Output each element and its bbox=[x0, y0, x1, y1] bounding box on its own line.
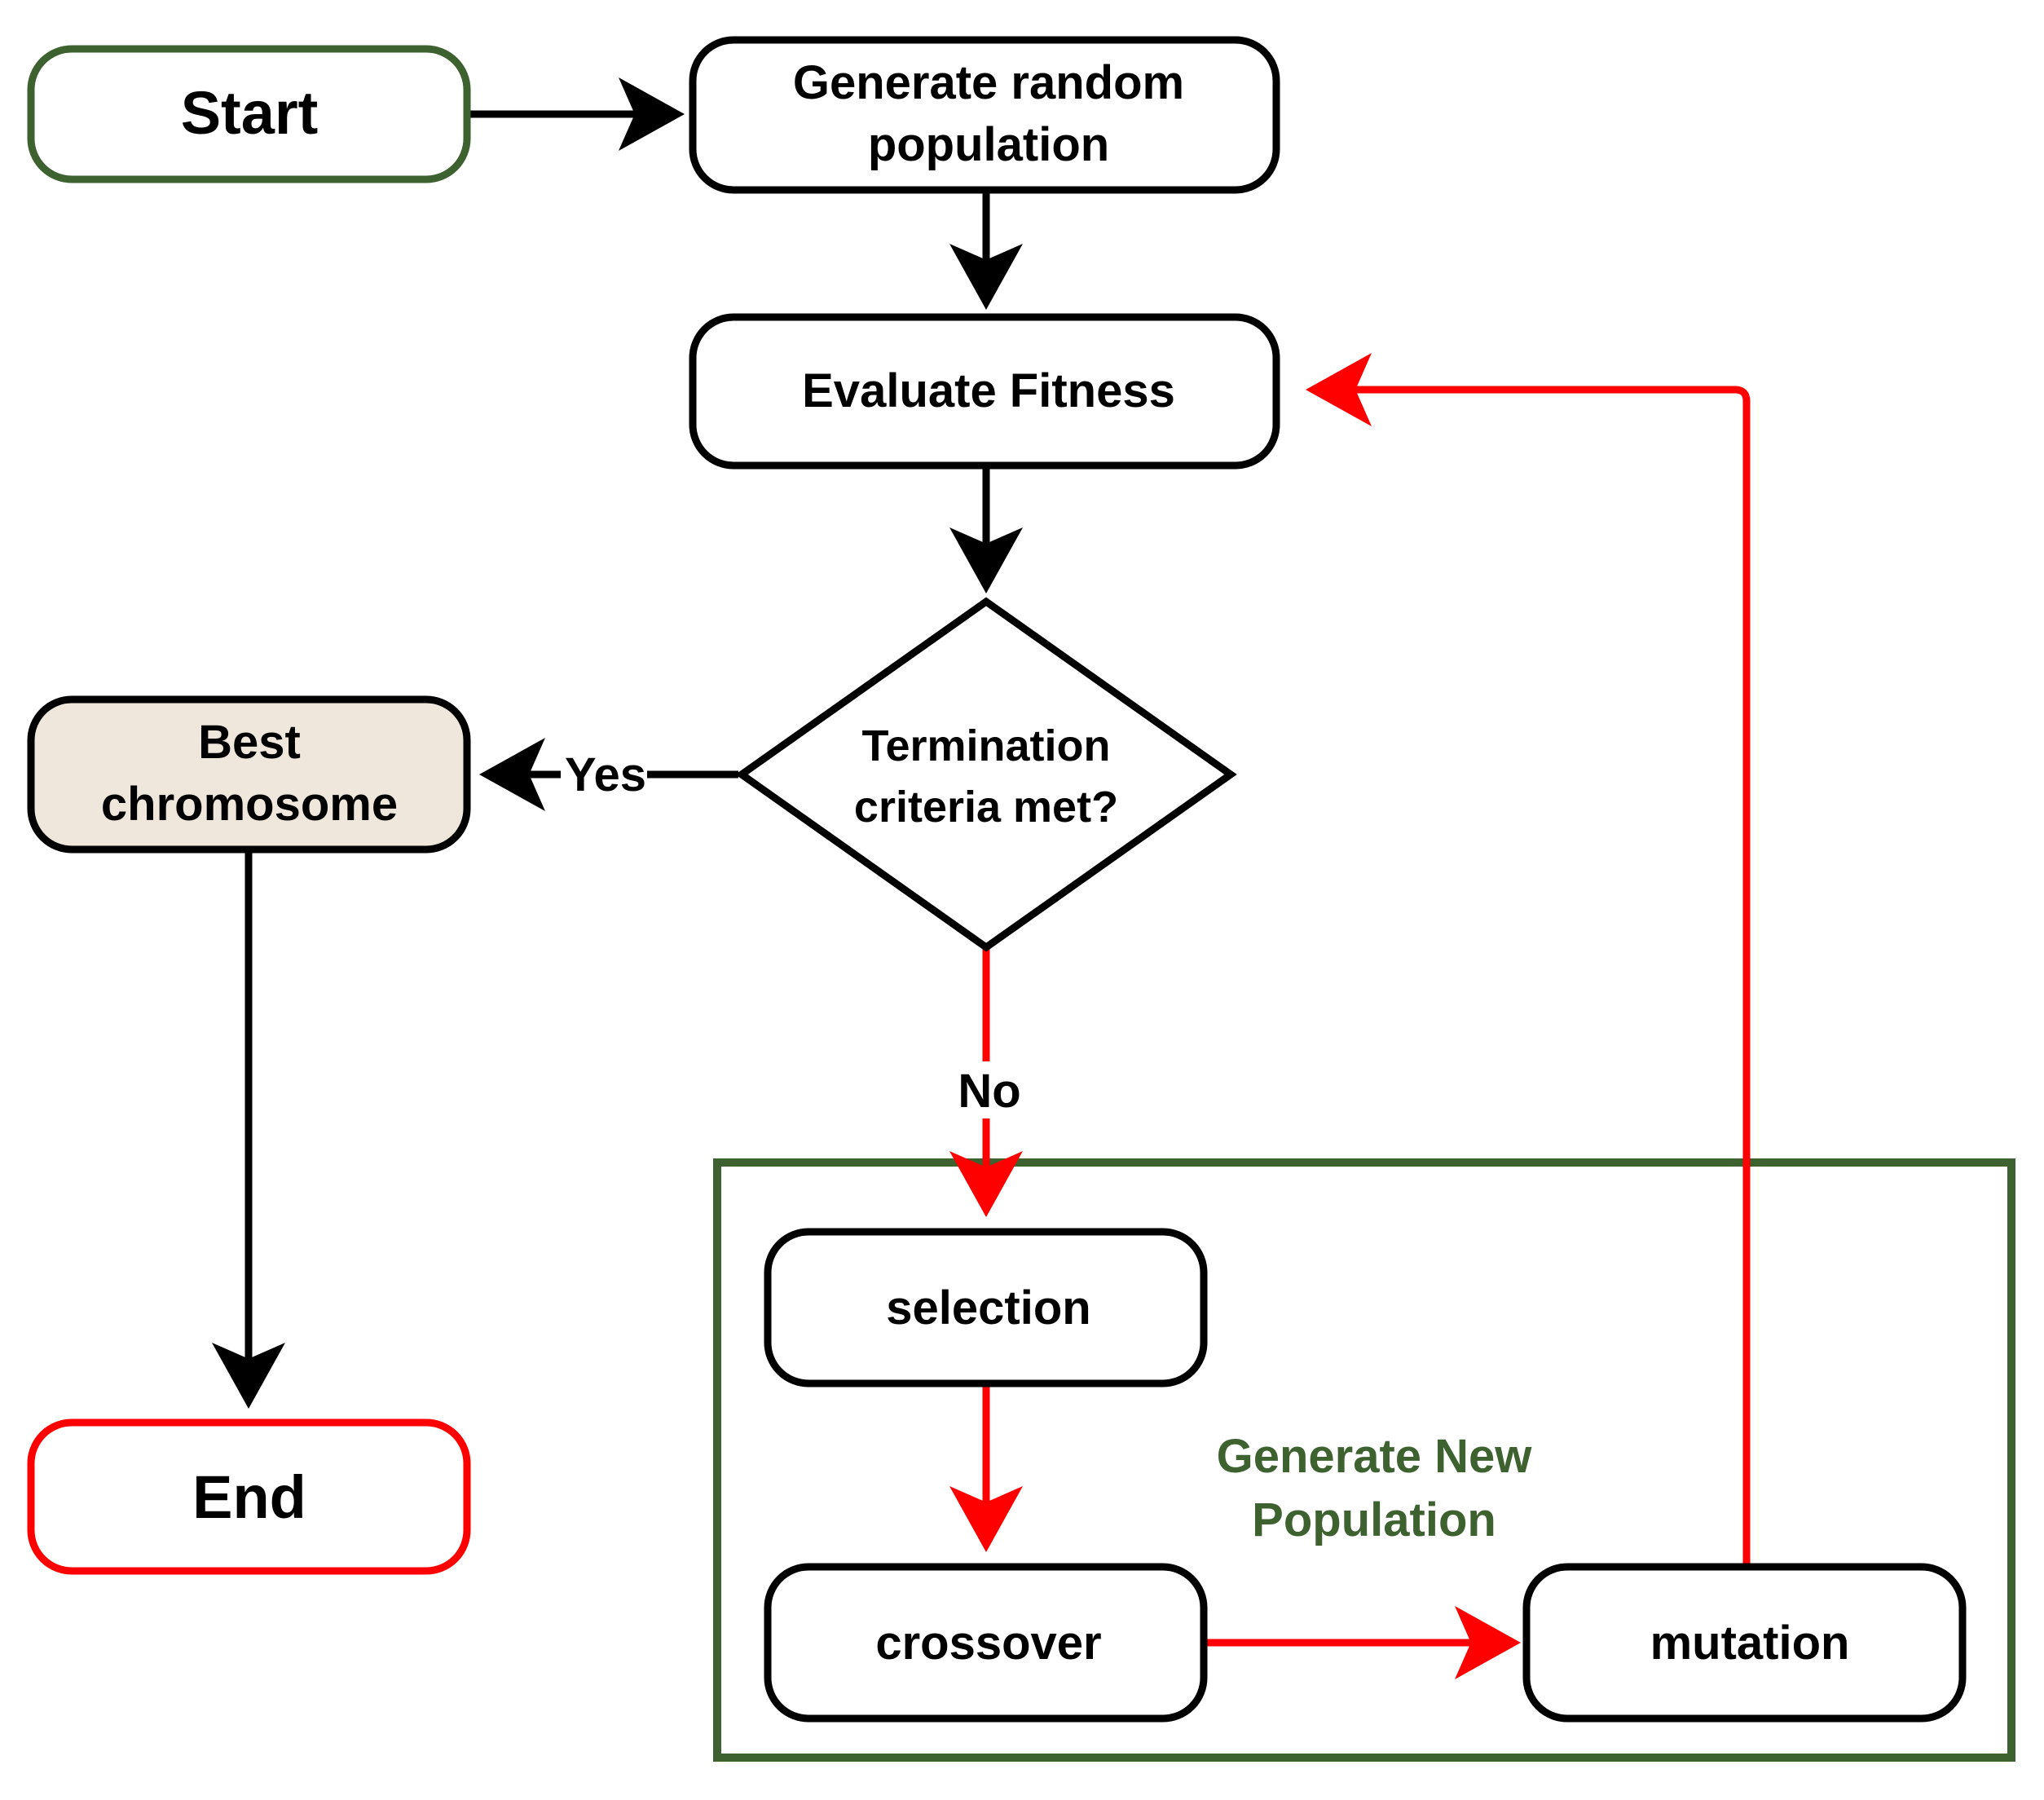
no-label-backdrop bbox=[949, 1061, 1025, 1118]
best-chromosome-node bbox=[27, 695, 471, 854]
generate-label-line2: population bbox=[868, 118, 1109, 171]
group-label-line1: Generate New bbox=[1217, 1430, 1533, 1483]
generate-population-node bbox=[689, 36, 1280, 194]
selection-label: selection bbox=[886, 1282, 1090, 1335]
selection-node bbox=[764, 1228, 1208, 1388]
yes-label: Yes bbox=[565, 748, 646, 801]
start-node bbox=[27, 45, 471, 183]
evaluate-fitness-node bbox=[689, 313, 1280, 470]
decision-label-line2: criteria met? bbox=[854, 783, 1118, 832]
edge-mutation-to-evaluate bbox=[1306, 353, 1751, 1567]
crossover-label: crossover bbox=[875, 1617, 1101, 1670]
termination-decision-node bbox=[735, 597, 1237, 952]
best-label-line1: Best bbox=[198, 716, 301, 769]
best-label-line2: chromosome bbox=[101, 778, 398, 831]
no-label: No bbox=[958, 1065, 1020, 1118]
mutation-node bbox=[1522, 1563, 1967, 1723]
yes-label-backdrop bbox=[561, 743, 647, 801]
crossover-node bbox=[764, 1563, 1208, 1723]
end-node bbox=[27, 1418, 471, 1575]
mutation-label: mutation bbox=[1650, 1617, 1850, 1670]
group-label-line2: Population bbox=[1252, 1493, 1496, 1546]
generate-new-population-group bbox=[713, 1158, 2015, 1762]
start-label: Start bbox=[181, 79, 319, 147]
evaluate-label: Evaluate Fitness bbox=[802, 364, 1175, 417]
decision-label-line1: Termination bbox=[861, 721, 1110, 770]
generate-label-line1: Generate random bbox=[793, 56, 1184, 109]
end-label: End bbox=[192, 1463, 306, 1531]
